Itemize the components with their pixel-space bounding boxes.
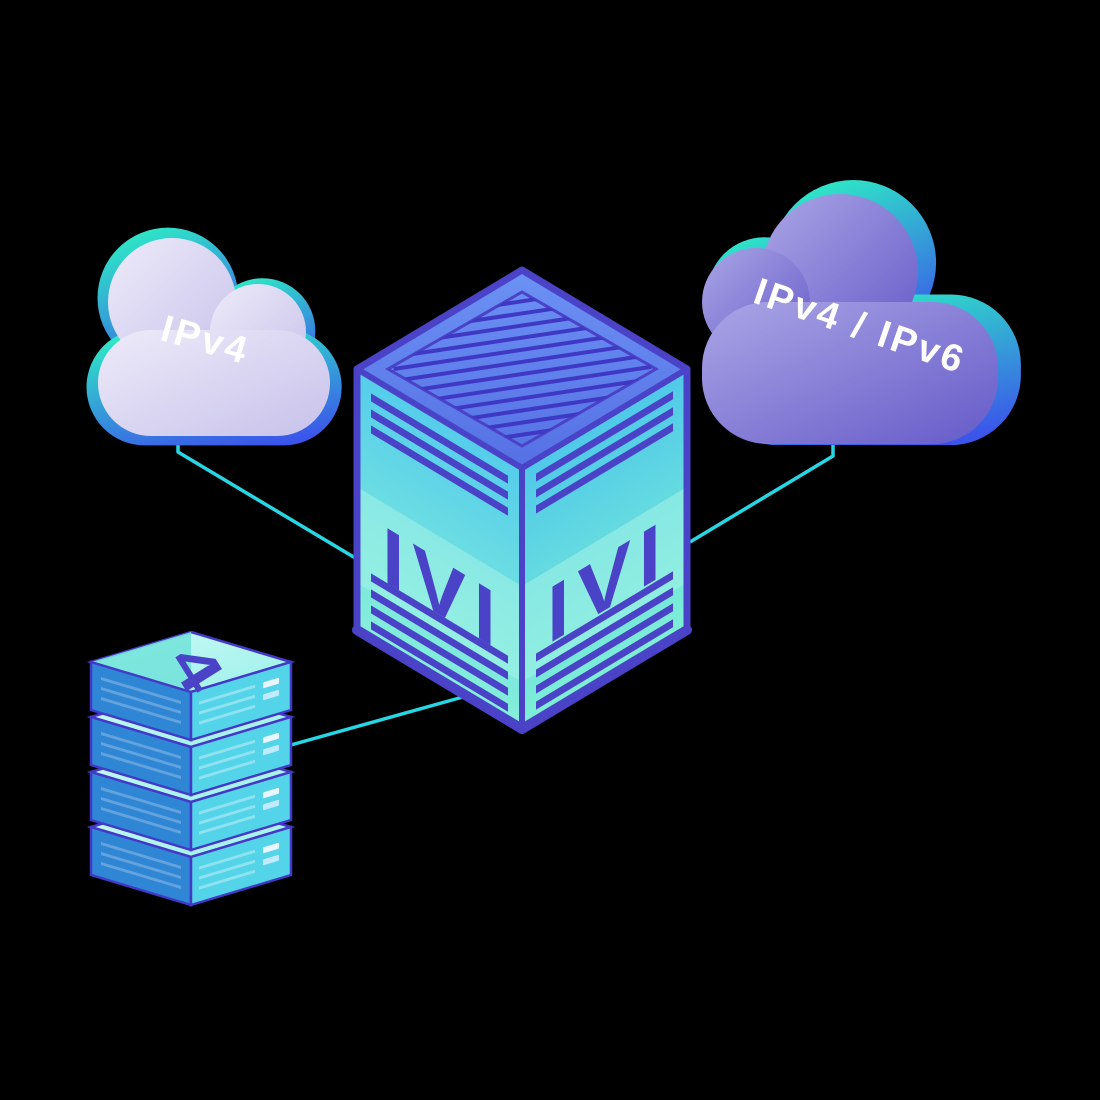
ipv4-cloud-body bbox=[98, 238, 330, 436]
server-unit-2 bbox=[86, 685, 296, 797]
dual-stack-cloud: IPv4 / IPv6 bbox=[702, 180, 1021, 446]
ipv4-cloud: IPv4 bbox=[86, 227, 342, 446]
ivi-translator-box: IVI IVI bbox=[352, 266, 692, 734]
server-unit-3 bbox=[86, 740, 296, 852]
server-stack: 4 bbox=[86, 630, 296, 907]
dual-stack-cloud-body bbox=[702, 194, 998, 444]
server-unit-1: 4 bbox=[86, 630, 296, 742]
translator-right-face: IVI bbox=[522, 368, 687, 729]
translator-edges bbox=[352, 266, 692, 734]
translator-left-face: IVI bbox=[357, 369, 522, 730]
